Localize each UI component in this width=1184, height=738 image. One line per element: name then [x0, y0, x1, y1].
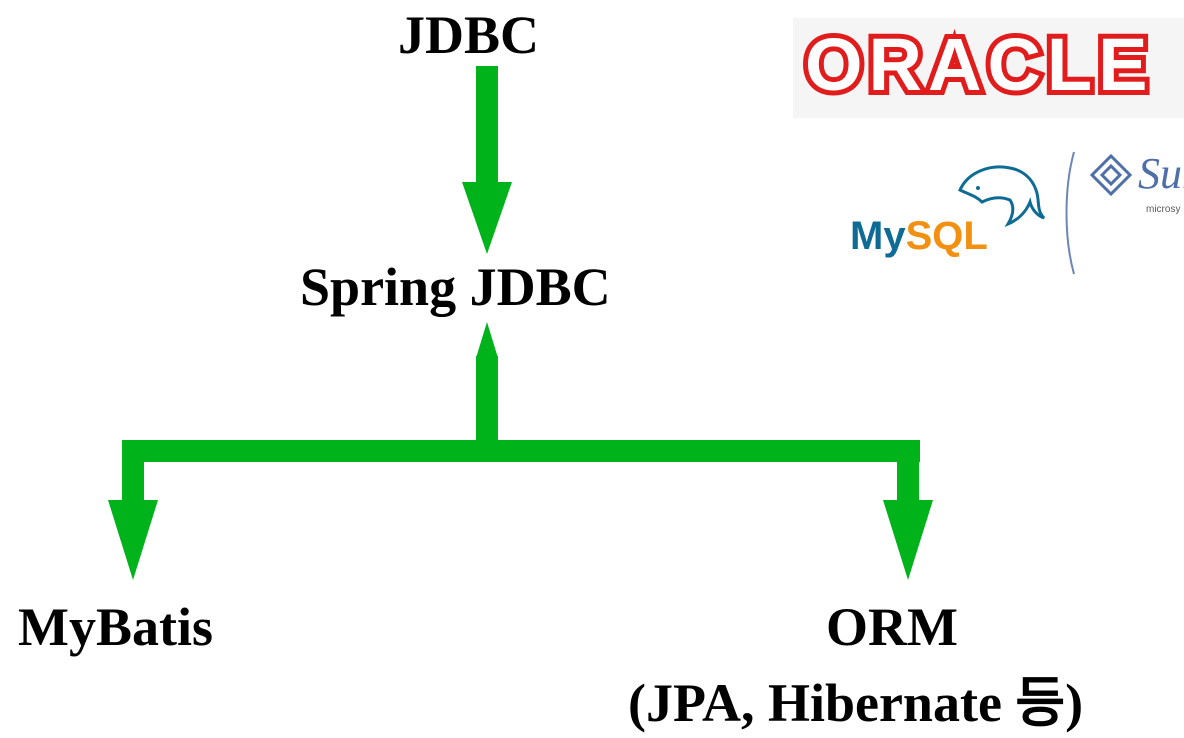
arrow-orm-shaft — [897, 440, 919, 500]
arrow-spring-head — [476, 322, 498, 358]
mybatis-label: MyBatis — [18, 597, 213, 657]
mysql-logo-text: MySQL — [850, 216, 988, 256]
mysql-sun-logo: MySQL Sun microsy — [840, 140, 1184, 280]
logo-divider — [1065, 151, 1075, 275]
jdbc-label: JDBC — [398, 5, 540, 65]
orm-examples-label: (JPA, Hibernate 등) — [628, 673, 1084, 733]
sun-logo-subtext: microsy — [1146, 204, 1181, 215]
dolphin-icon — [958, 165, 1046, 228]
arrow-orm-head — [883, 500, 933, 580]
mysql-my-text: My — [850, 214, 906, 258]
arrow-mybatis-shaft — [122, 440, 144, 500]
oracle-logo: ORACLE — [793, 18, 1184, 118]
arrow-jdbc-shaft — [476, 66, 498, 182]
spring-jdbc-label: Spring JDBC — [300, 257, 611, 317]
mysql-sql-text: SQL — [905, 214, 988, 258]
arrow-mybatis-head — [108, 500, 158, 580]
arrow-jdbc-head — [462, 182, 512, 254]
oracle-logo-text: ORACLE — [800, 23, 1154, 107]
arrow-horizontal-bar — [122, 440, 920, 462]
sun-logo-text: Sun — [1138, 149, 1184, 198]
sun-logo-icon — [1089, 153, 1133, 197]
arrow-spring-stem — [476, 356, 498, 462]
orm-label: ORM — [826, 597, 958, 657]
